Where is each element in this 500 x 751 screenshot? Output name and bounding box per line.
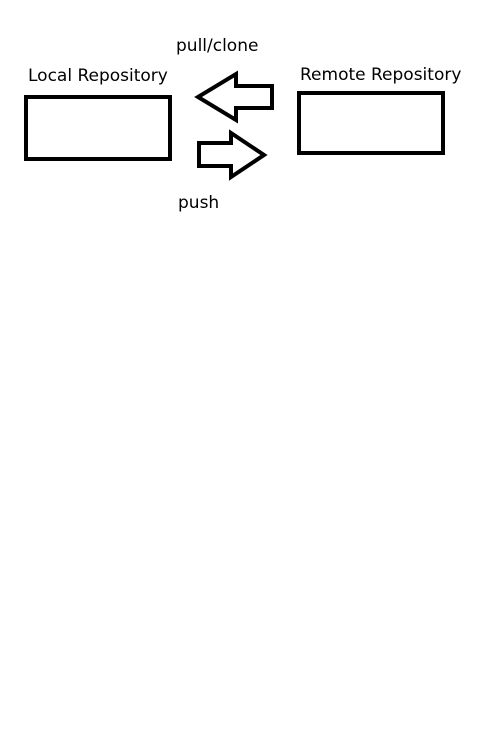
push-label: push xyxy=(178,193,220,213)
local-repository-label: Local Repository xyxy=(28,66,168,86)
remote-repository-box xyxy=(297,91,445,155)
pull-clone-label: pull/clone xyxy=(176,36,259,56)
local-repository-box xyxy=(24,95,172,161)
remote-repository-label: Remote Repository xyxy=(300,65,462,85)
